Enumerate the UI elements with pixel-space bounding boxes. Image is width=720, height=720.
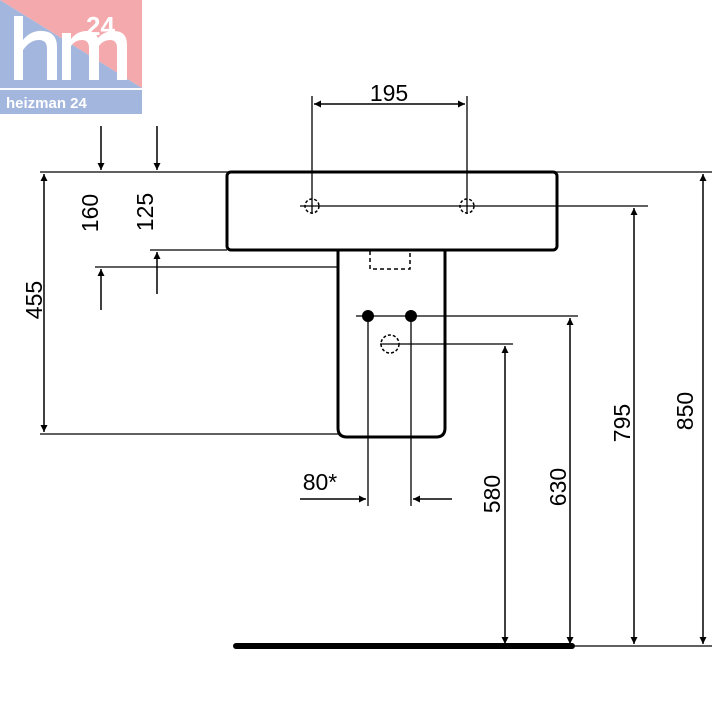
logo-number: 24 bbox=[86, 11, 115, 41]
logo-letter-h bbox=[14, 16, 57, 80]
pedestal-outline bbox=[336, 251, 447, 439]
dim-label-850: 850 bbox=[672, 392, 698, 430]
dim-label-125: 125 bbox=[132, 193, 158, 231]
heizman24-logo: 24 heizman 24 bbox=[0, 0, 142, 114]
dim-label-630: 630 bbox=[545, 468, 571, 506]
dim-label-160: 160 bbox=[77, 194, 103, 232]
logo-subtitle: heizman 24 bbox=[6, 95, 88, 112]
waste-outlet-hidden bbox=[369, 251, 411, 270]
logo-letter-m bbox=[62, 31, 127, 80]
dim-label-455: 455 bbox=[21, 281, 47, 319]
dimension-lines bbox=[40, 100, 707, 644]
logo-graphic: 24 heizman 24 bbox=[0, 0, 142, 114]
dim-label-580: 580 bbox=[479, 475, 505, 513]
logo-subtitle-band bbox=[0, 90, 142, 114]
basin-outline bbox=[225, 170, 559, 252]
dim-label-795: 795 bbox=[609, 404, 635, 442]
extension-lines bbox=[40, 96, 712, 647]
dim-label-80: 80* bbox=[303, 469, 338, 495]
dim-label-195: 195 bbox=[370, 80, 408, 106]
